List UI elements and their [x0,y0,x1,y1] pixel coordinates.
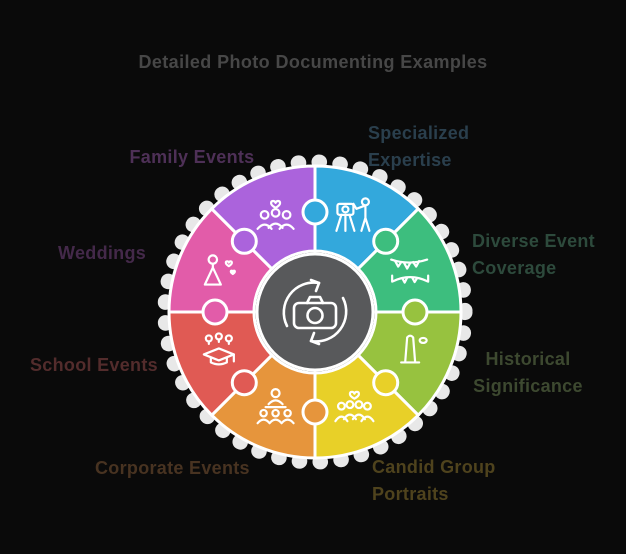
label-line: Coverage [472,258,557,278]
label-family-events: Family Events [129,147,255,167]
presentation-group-icon [256,388,295,425]
puzzle-knob-candid-group-portraits [372,369,400,397]
puzzle-knob-specialized-expertise [301,198,329,226]
label-weddings: Weddings [58,243,147,263]
camera-sync-icon [282,278,348,346]
group-heart-icon [334,390,375,423]
puzzle-knob-school-events [230,369,258,397]
label-line: Historical [485,349,571,369]
puzzle-knob-corporate-events [301,398,329,426]
camera-tripod-icon [335,197,371,232]
label-historical-significance: Historical Significance [458,346,598,400]
puzzle-knob-family-events [230,227,258,255]
label-line: Diverse Event [472,231,595,251]
label-line: Significance [473,376,583,396]
label-diverse-event-coverage: Diverse Event Coverage [472,228,595,282]
puzzle-knob-weddings [201,298,229,326]
bride-heart-icon [203,254,236,286]
bunting-icon [390,258,430,284]
label-line: Expertise [368,150,452,170]
label-specialized-expertise: Specialized Expertise [368,120,469,174]
label-line: Specialized [368,123,470,143]
label-line: Portraits [372,484,449,504]
puzzle-knob-historical-significance [401,298,429,326]
puzzle-knob-diverse-event-coverage [372,227,400,255]
label-candid-group-portraits: Candid Group Portraits [372,454,496,508]
label-line: Candid Group [372,457,496,477]
page-title: Detailed Photo Documenting Examples [138,52,488,72]
scallop-ring [157,154,473,470]
family-heart-icon [256,199,295,230]
graduation-cap-icon [202,332,235,366]
label-corporate-events: Corporate Events [95,458,250,478]
center-circle [255,252,375,372]
label-school-events: School Events [30,355,158,375]
puzzle-wheel [157,154,473,470]
monument-icon [400,334,428,364]
